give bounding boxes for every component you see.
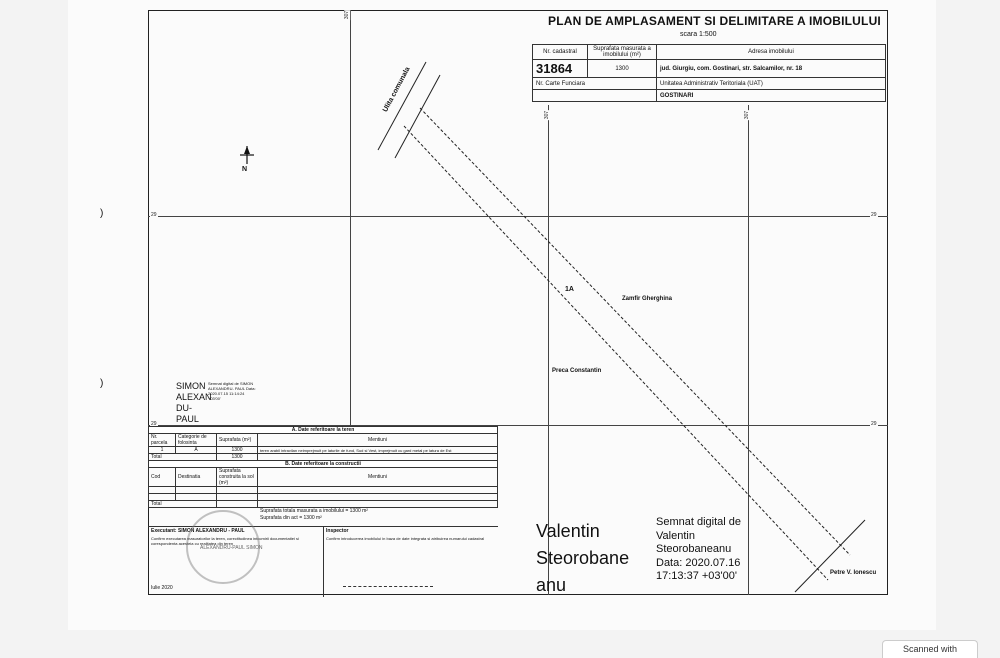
parcel-id: 1A: [565, 286, 574, 293]
empty-cell: [257, 493, 498, 501]
header-cod: Cod: [148, 467, 176, 487]
grid-line: [350, 10, 351, 425]
parcel-boundary: [419, 107, 851, 556]
header-destinatia: Destinatia: [175, 467, 217, 487]
stamp-text: ALEXANDRU-PAUL SIMON: [200, 545, 263, 551]
digital-signature-detail: Semnat digital de Valentin Steorobaneanu…: [656, 516, 741, 584]
scanner-watermark[interactable]: Scanned with: [882, 640, 978, 658]
north-arrow-icon: [240, 146, 254, 164]
surveyor-signature-detail: Semnat digital de SIMON ALEXANDRU- PAUL …: [208, 381, 256, 401]
grid-coordinate: 307: [744, 109, 751, 121]
land-table: A. Date referitoare la teren Nr. parcela…: [148, 426, 498, 508]
grid-coordinate: 29: [870, 421, 878, 427]
section-a-title: A. Date referitoare la teren: [148, 426, 498, 434]
north-label: N: [242, 166, 248, 173]
header-uat: Unitatea Administrativ Teritoriala (UAT): [656, 77, 886, 90]
punch-mark: ): [100, 208, 104, 219]
inspector-text: Confirm introducerea imobilului in baza …: [326, 536, 485, 541]
inspector-column: Inspector Confirm introducerea imobilulu…: [323, 527, 498, 597]
header-suprafata: Suprafata (m²): [216, 433, 258, 447]
empty-cell: [216, 486, 258, 494]
execution-date: Iulie 2020: [151, 585, 173, 591]
cadastral-number: 31864: [532, 59, 588, 78]
empty-cell: [175, 493, 217, 501]
area-totals: Suprafata totala masurata a imobilului =…: [260, 508, 368, 522]
parcel-category: A: [175, 446, 217, 454]
carte-funciara-value: [532, 89, 657, 102]
parcel-boundary: [403, 125, 829, 581]
header-adresa: Adresa imobilului: [656, 44, 886, 60]
parcel-area: 1300: [216, 446, 258, 454]
grid-line: [148, 216, 888, 217]
punch-mark: ): [100, 378, 104, 389]
grid-coordinate: 29: [150, 421, 158, 427]
inspector-label: Inspector: [326, 528, 349, 534]
header-mentiuni-b: Mentiuni: [257, 467, 498, 487]
signature-line: [343, 586, 433, 587]
empty-cell: [148, 493, 176, 501]
empty-cell: [257, 486, 498, 494]
uat-value: GOSTINARI: [656, 89, 886, 102]
header-suprafata-constructii: Suprafata construita la sol (m²): [216, 467, 258, 487]
cadastral-table: Nr. cadastral Suprafata masurata a imobi…: [532, 44, 886, 102]
digital-signature-name: Valentin Steorobane anu: [536, 518, 629, 599]
signature-line-1: Valentin: [536, 521, 600, 541]
header-mentiuni: Mentiuni: [257, 433, 498, 447]
map-frame: [148, 10, 888, 595]
grid-coordinate: 29: [150, 212, 158, 218]
surveyor-stamp: [186, 510, 260, 584]
neighbor-label: Preca Constantin: [552, 368, 602, 374]
total-value: 1300: [216, 453, 258, 461]
surveyor-signature-name: SIMON ALEXAN DU- PAUL: [176, 381, 212, 424]
signature-detail-4: Data: 2020.07.16: [656, 556, 741, 569]
area-value: 1300: [587, 59, 657, 78]
signature-line-3: anu: [536, 575, 567, 595]
total-b-label: Total: [148, 500, 217, 508]
signature-detail-1: Semnat digital de: [656, 516, 741, 528]
empty-cell: [175, 486, 217, 494]
grid-coordinate: 307: [344, 9, 351, 21]
grid-line: [548, 105, 549, 595]
road-edge: [377, 61, 427, 151]
neighbor-label: Zamfir Gherghina: [622, 296, 673, 302]
parcel-nr: 1: [148, 446, 176, 454]
parcel-boundary: [794, 519, 866, 593]
signature-line-2: Steorobane: [536, 548, 630, 568]
parcel-remarks: teren arabil intravilan neimprejmuit pe …: [257, 446, 498, 454]
empty-cell: [148, 486, 176, 494]
header-suprafata: Suprafata masurata a imobilului (m²): [587, 44, 657, 60]
empty-cell: [257, 500, 498, 508]
plan-title: PLAN DE AMPLASAMENT SI DELIMITARE A IMOB…: [548, 14, 881, 28]
address-value: jud. Giurgiu, com. Gostinari, str. Salca…: [656, 59, 886, 78]
measured-area: Suprafata totala masurata a imobilului =…: [260, 508, 368, 514]
total-label: Total: [148, 453, 217, 461]
section-b-title: B. Date referitoare la constructii: [148, 460, 498, 468]
header-categorie: Categorie de folosinta: [175, 433, 217, 447]
deed-area: Suprafata din act = 1300 m²: [260, 515, 322, 521]
empty-cell: [216, 493, 258, 501]
grid-coordinate: 29: [870, 212, 878, 218]
empty-cell: [216, 500, 258, 508]
road-edge: [394, 74, 441, 159]
neighbor-label: Petre V. Ionescu: [830, 570, 877, 576]
header-nr-cadastral: Nr. cadastral: [532, 44, 588, 60]
grid-line: [748, 105, 749, 595]
empty-cell: [257, 453, 498, 461]
grid-coordinate: 307: [544, 109, 551, 121]
signature-detail-2: Valentin: [656, 529, 695, 542]
grid-line: [148, 425, 888, 426]
signature-detail-5: 17:13:37 +03'00': [656, 570, 737, 582]
header-nr-parcela: Nr. parcela: [148, 433, 176, 447]
plan-scale: scara 1:500: [680, 31, 717, 38]
signature-detail-3: Steorobaneanu: [656, 543, 732, 555]
header-carte-funciara: Nr. Carte Funciara: [532, 77, 657, 90]
